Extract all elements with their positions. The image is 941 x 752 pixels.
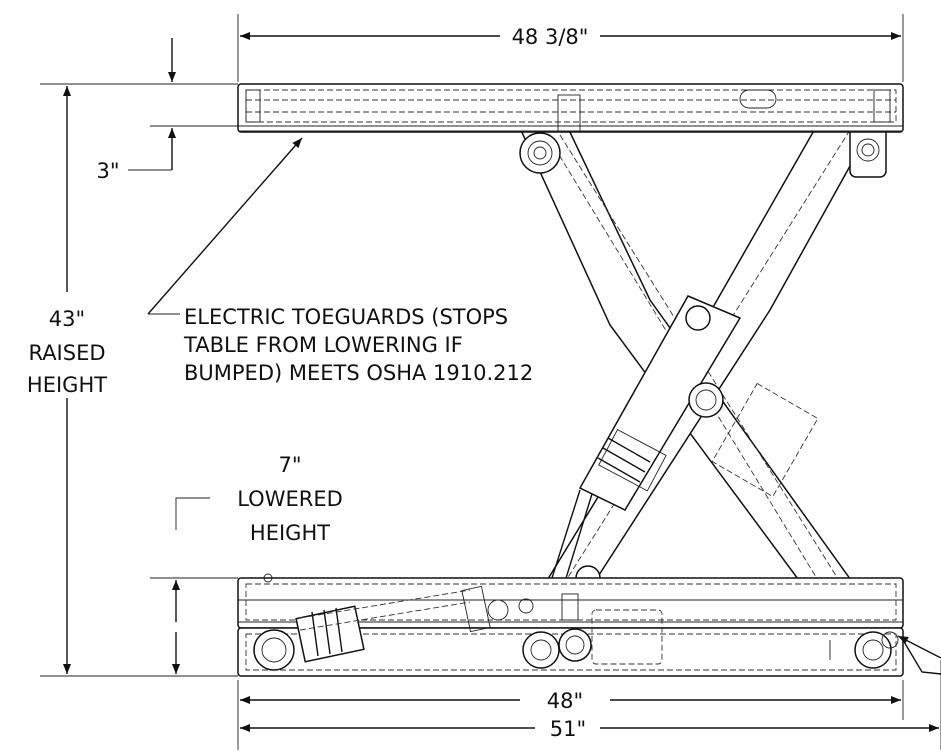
lowered-height-value: 7" [278, 453, 301, 477]
raised-height-line2: HEIGHT [27, 373, 107, 397]
base-width-label: 48" [547, 689, 583, 713]
raised-height-value: 43" [49, 307, 85, 331]
lowered-height-line2: HEIGHT [250, 521, 330, 545]
thickness-label: 3" [96, 159, 119, 183]
base-frame [237, 573, 941, 677]
overall-width-dimension: 51" [240, 717, 939, 741]
overall-width-label: 51" [550, 717, 586, 741]
top-platform [237, 83, 904, 133]
raised-height-line1: RAISED [28, 341, 105, 365]
callout-line3: BUMPED) MEETS OSHA 1910.212 [184, 361, 533, 385]
toeguard-callout: ELECTRIC TOEGUARDS (STOPS TABLE FROM LOW… [147, 137, 533, 385]
top-width-label: 48 3/8" [512, 25, 589, 49]
top-width-dimension: 48 3/8" [240, 25, 901, 49]
callout-line2: TABLE FROM LOWERING IF [183, 333, 463, 357]
scissor-arms [518, 119, 872, 605]
lowered-height-dimension: 7" LOWERED HEIGHT [172, 453, 343, 674]
callout-line1: ELECTRIC TOEGUARDS (STOPS [184, 305, 508, 329]
base-width-dimension: 48" [240, 689, 901, 713]
extension-lines [40, 14, 941, 750]
raised-height-dimension: 43" RAISED HEIGHT [27, 86, 107, 674]
platform-thickness-dimension: 3" [96, 38, 176, 183]
lowered-height-line1: LOWERED [237, 487, 343, 511]
